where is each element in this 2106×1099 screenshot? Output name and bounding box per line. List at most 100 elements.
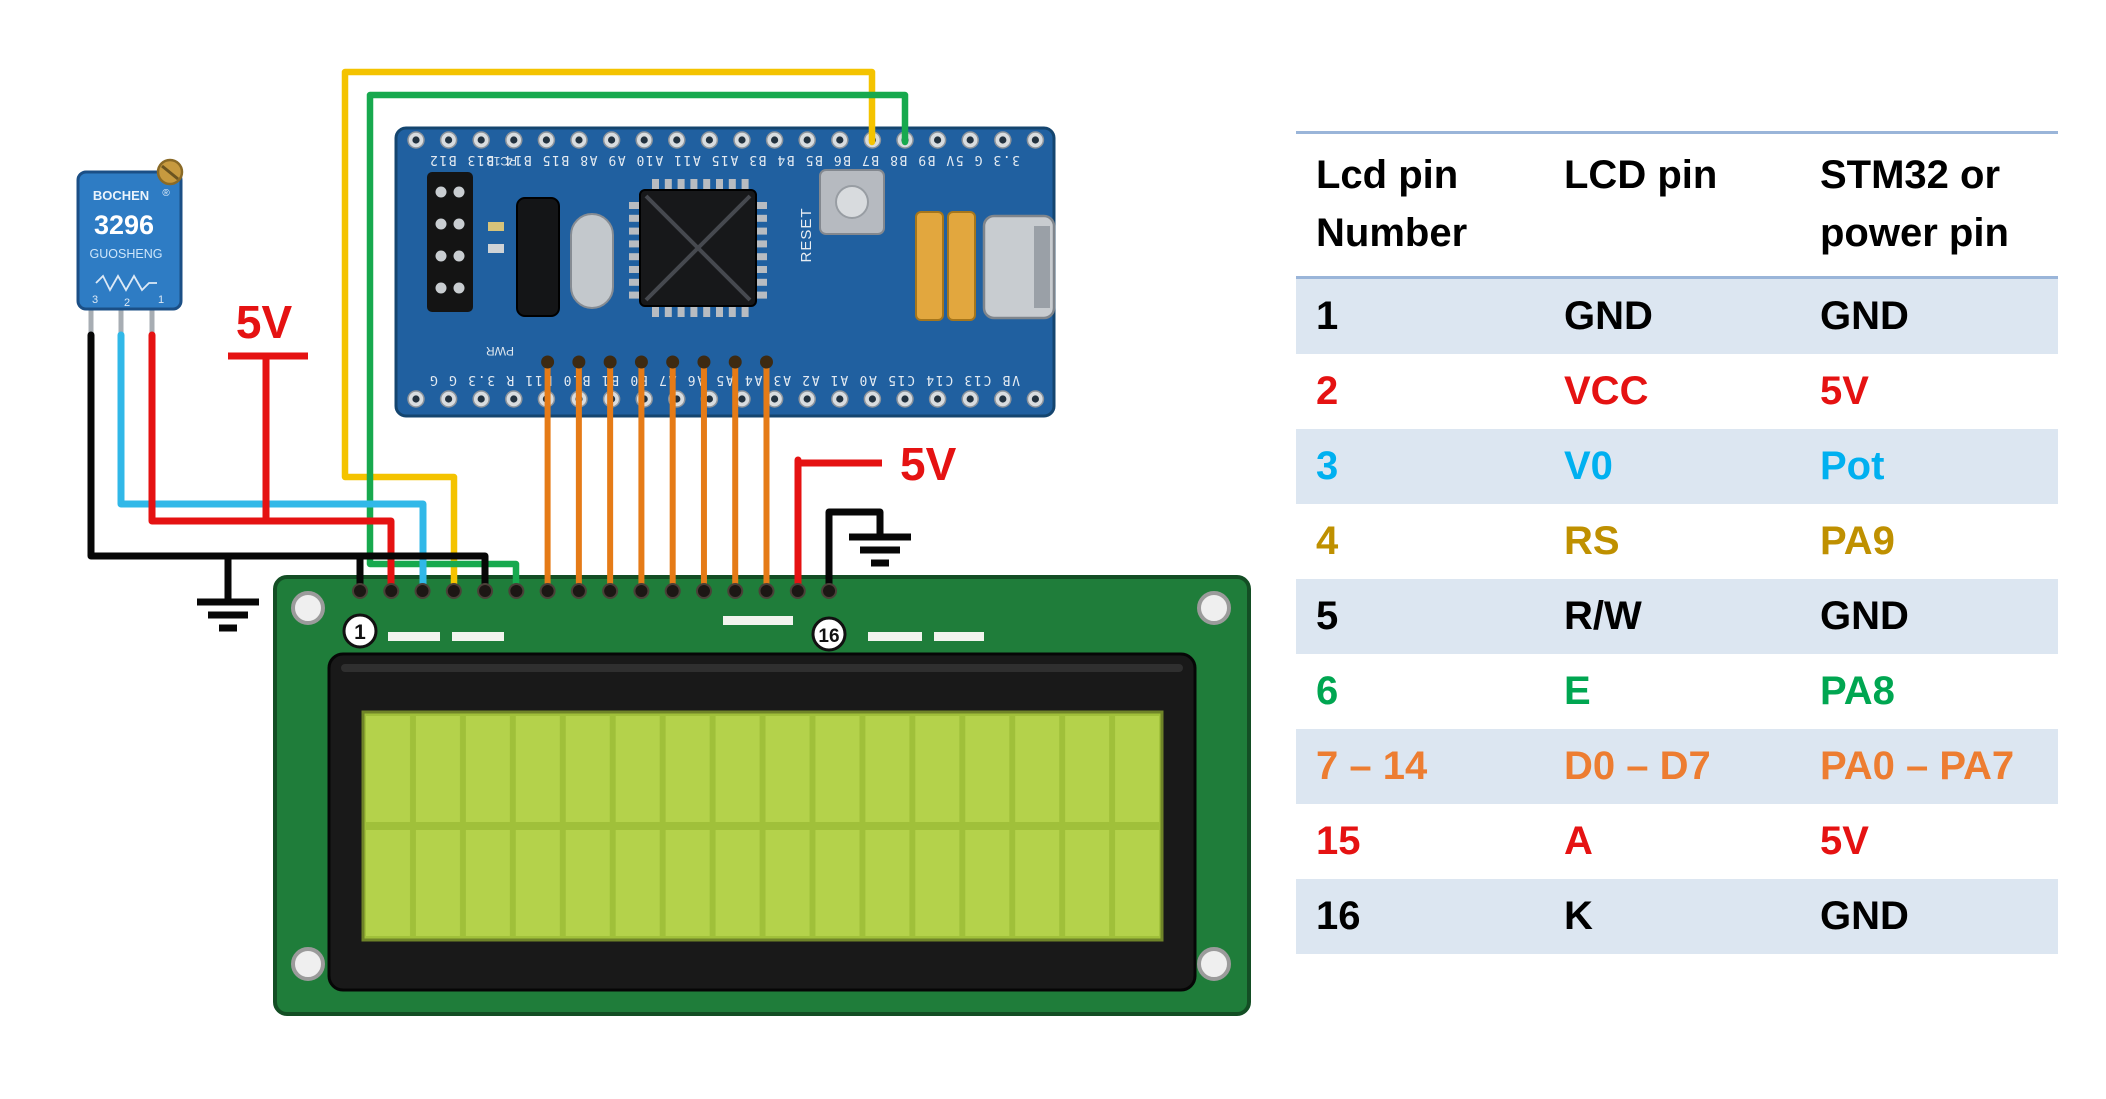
cell-lcd-pin: E bbox=[1564, 669, 1591, 713]
mcu-pin bbox=[629, 227, 640, 235]
mcu-pin bbox=[629, 266, 640, 273]
boot0-jumper bbox=[915, 211, 944, 321]
pin-hole bbox=[738, 395, 746, 403]
cell-lcd-pin: A bbox=[1564, 819, 1593, 863]
mcu-sheen-2 bbox=[644, 194, 752, 302]
table-row: 7 – 14 D0 – D7 PA0 – PA7 bbox=[1296, 729, 2058, 804]
table-row: 16 K GND bbox=[1296, 879, 2058, 954]
header-pin bbox=[453, 250, 465, 262]
lcd-solder-pads bbox=[352, 583, 838, 599]
mcu-pin bbox=[677, 179, 685, 190]
reset-label: RESET bbox=[798, 207, 815, 262]
pin-mapping-table: Lcd pin Number LCD pin STM32 or power pi… bbox=[1296, 131, 2058, 954]
mcu-pin bbox=[756, 227, 767, 235]
mcu-pin bbox=[629, 202, 640, 209]
mcu-pin bbox=[664, 306, 672, 317]
lcd-pin1-badge: 1 bbox=[342, 613, 378, 649]
label-5v-right: 5V bbox=[900, 438, 957, 490]
header-lcd-pin: LCD pin bbox=[1564, 153, 1718, 197]
mcu-pin bbox=[703, 306, 711, 317]
boot-header-pins bbox=[435, 186, 465, 294]
mcu-pin bbox=[756, 240, 767, 248]
pin-hole bbox=[542, 136, 551, 144]
cell-lcd-pin: RS bbox=[1564, 519, 1620, 563]
lcd-pad bbox=[508, 583, 525, 599]
svg-text:VB C13 C14 C15 A0 A1 A2 A3 A4: VB C13 C14 C15 A0 A1 A2 A3 A4 A5 A6 A7 B… bbox=[430, 372, 1020, 387]
lcd-pad bbox=[727, 583, 744, 599]
mcu-pin bbox=[629, 278, 640, 286]
lcd-pad bbox=[414, 583, 431, 599]
pin-hole bbox=[771, 395, 779, 403]
cell-pin-number: 1 bbox=[1316, 294, 1339, 338]
ground-symbol-left bbox=[197, 598, 259, 632]
pin-hole bbox=[445, 395, 453, 403]
table-header-row: Lcd pin Number LCD pin STM32 or power pi… bbox=[1296, 131, 2058, 279]
table-row: 4 RS PA9 bbox=[1296, 504, 2058, 579]
table-row: 3 V0 Pot bbox=[1296, 429, 2058, 504]
header-lcd-pin-number: Lcd pin Number bbox=[1316, 153, 1468, 255]
cell-stm32-pin: 5V bbox=[1820, 819, 1869, 863]
mcu-pin bbox=[716, 306, 723, 317]
mcu-pin bbox=[677, 306, 685, 317]
cell-pin-number: 3 bbox=[1316, 444, 1339, 488]
mcu-pin bbox=[690, 306, 698, 317]
lcd-bezel-highlight bbox=[341, 664, 1183, 672]
boot1-jumper bbox=[947, 211, 976, 321]
lcd-pad bbox=[602, 583, 619, 599]
cell-stm32-pin: PA9 bbox=[1820, 519, 1895, 563]
wire-terminal-dot bbox=[572, 355, 586, 369]
power-led bbox=[488, 222, 504, 231]
cell-lcd-pin: R/W bbox=[1564, 594, 1642, 638]
user-led bbox=[488, 244, 504, 253]
stm32-board: 3.3 G 5V B9 B8 B7 B6 B5 B4 B3 A15 A11 A1… bbox=[394, 126, 1056, 418]
cell-lcd-pin: GND bbox=[1564, 294, 1653, 338]
cell-stm32-pin: 5V bbox=[1820, 369, 1869, 413]
rtc-crystal bbox=[516, 197, 560, 317]
pin-hole bbox=[608, 136, 616, 144]
lcd-pin16-badge: 16 bbox=[811, 616, 847, 652]
header-pin bbox=[435, 218, 447, 230]
svg-text:RESET: RESET bbox=[798, 207, 815, 262]
table-row: 5 R/W GND bbox=[1296, 579, 2058, 654]
pin-hole bbox=[412, 136, 420, 144]
mcu-pins bbox=[629, 179, 767, 317]
pin-hole bbox=[510, 136, 518, 144]
mcu-pin bbox=[728, 179, 736, 190]
mcu-pin bbox=[741, 179, 749, 190]
pot-body bbox=[76, 170, 183, 311]
pot-reg-mark: ® bbox=[162, 188, 170, 199]
lcd-pad bbox=[633, 583, 650, 599]
mcu-pin bbox=[741, 306, 749, 317]
lcd-pad bbox=[477, 583, 494, 599]
mcu-pin bbox=[629, 291, 640, 299]
pin-hole bbox=[771, 136, 779, 144]
cell-lcd-pin: VCC bbox=[1564, 369, 1649, 413]
pot-pin1-label: 1 bbox=[158, 294, 164, 306]
lcd-pad bbox=[445, 583, 462, 599]
pin-hole bbox=[836, 395, 844, 403]
cell-lcd-pin: V0 bbox=[1564, 444, 1613, 488]
mcu-pin bbox=[756, 291, 767, 299]
cell-pin-number: 16 bbox=[1316, 894, 1361, 938]
cell-pin-number: 2 bbox=[1316, 369, 1339, 413]
pot-resistor-symbol bbox=[95, 274, 157, 292]
pin-hole bbox=[738, 136, 746, 144]
lcd-pad bbox=[821, 583, 838, 599]
lcd-module bbox=[273, 575, 1251, 1016]
wire-terminal-dot bbox=[697, 355, 711, 369]
cell-pin-number: 6 bbox=[1316, 669, 1339, 713]
stm32-bottom-pin-labels: VB C13 C14 C15 A0 A1 A2 A3 A4 A5 A6 A7 B… bbox=[430, 372, 1020, 387]
wires bbox=[87, 68, 911, 632]
cell-stm32-pin: PA8 bbox=[1820, 669, 1895, 713]
lcd-pad bbox=[570, 583, 587, 599]
svg-text:1: 1 bbox=[354, 621, 366, 644]
pin-hole bbox=[477, 395, 485, 403]
cell-pin-number: 15 bbox=[1316, 819, 1361, 863]
mcu-pin bbox=[756, 253, 767, 261]
wire-green-enable bbox=[366, 91, 909, 595]
pot-brand: BOCHEN bbox=[93, 188, 149, 203]
cell-pin-number: 4 bbox=[1316, 519, 1339, 563]
cell-stm32-pin: GND bbox=[1820, 894, 1909, 938]
pin-hole bbox=[510, 395, 518, 403]
wires-black-gnd bbox=[87, 331, 884, 604]
